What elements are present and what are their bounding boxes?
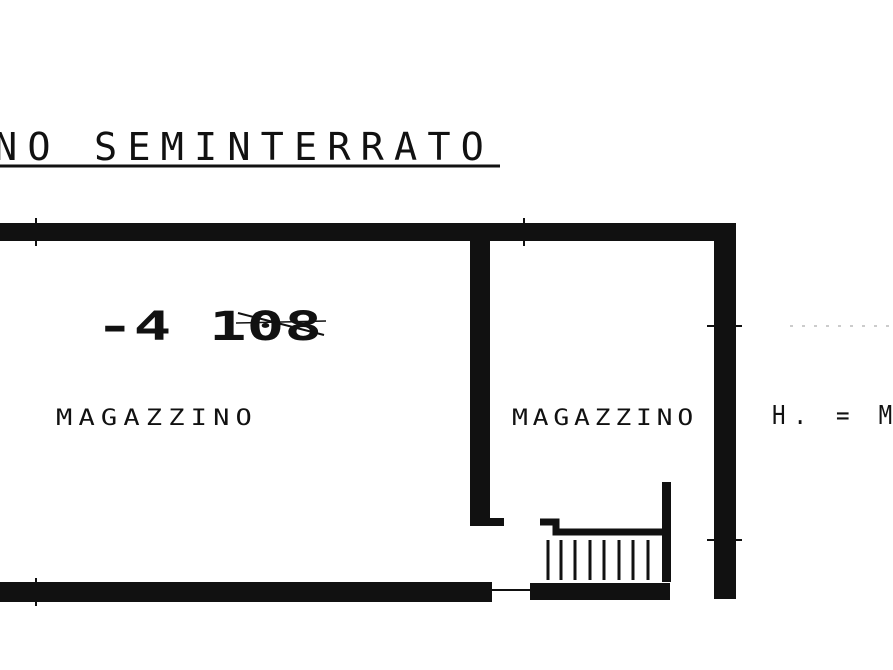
stair-top-rail bbox=[540, 518, 670, 536]
staircase bbox=[492, 518, 670, 591]
elevation-strike-2 bbox=[235, 320, 327, 324]
partition-wall bbox=[470, 223, 490, 525]
bottom-wall-stair bbox=[530, 583, 670, 600]
wall-ticks bbox=[35, 218, 742, 606]
partition-foot bbox=[470, 518, 504, 526]
room-label-right: MAGAZZINO bbox=[512, 406, 698, 431]
bottom-wall bbox=[0, 582, 492, 602]
elevation-note: -4 108 bbox=[96, 304, 322, 350]
right-wall bbox=[714, 223, 736, 599]
room-label-left: MAGAZZINO bbox=[56, 406, 258, 431]
height-note: H. = M bbox=[772, 401, 893, 431]
elevation-strike bbox=[237, 312, 325, 336]
plan-title: NO SEMINTERRATO bbox=[0, 125, 494, 169]
top-wall bbox=[0, 223, 736, 241]
